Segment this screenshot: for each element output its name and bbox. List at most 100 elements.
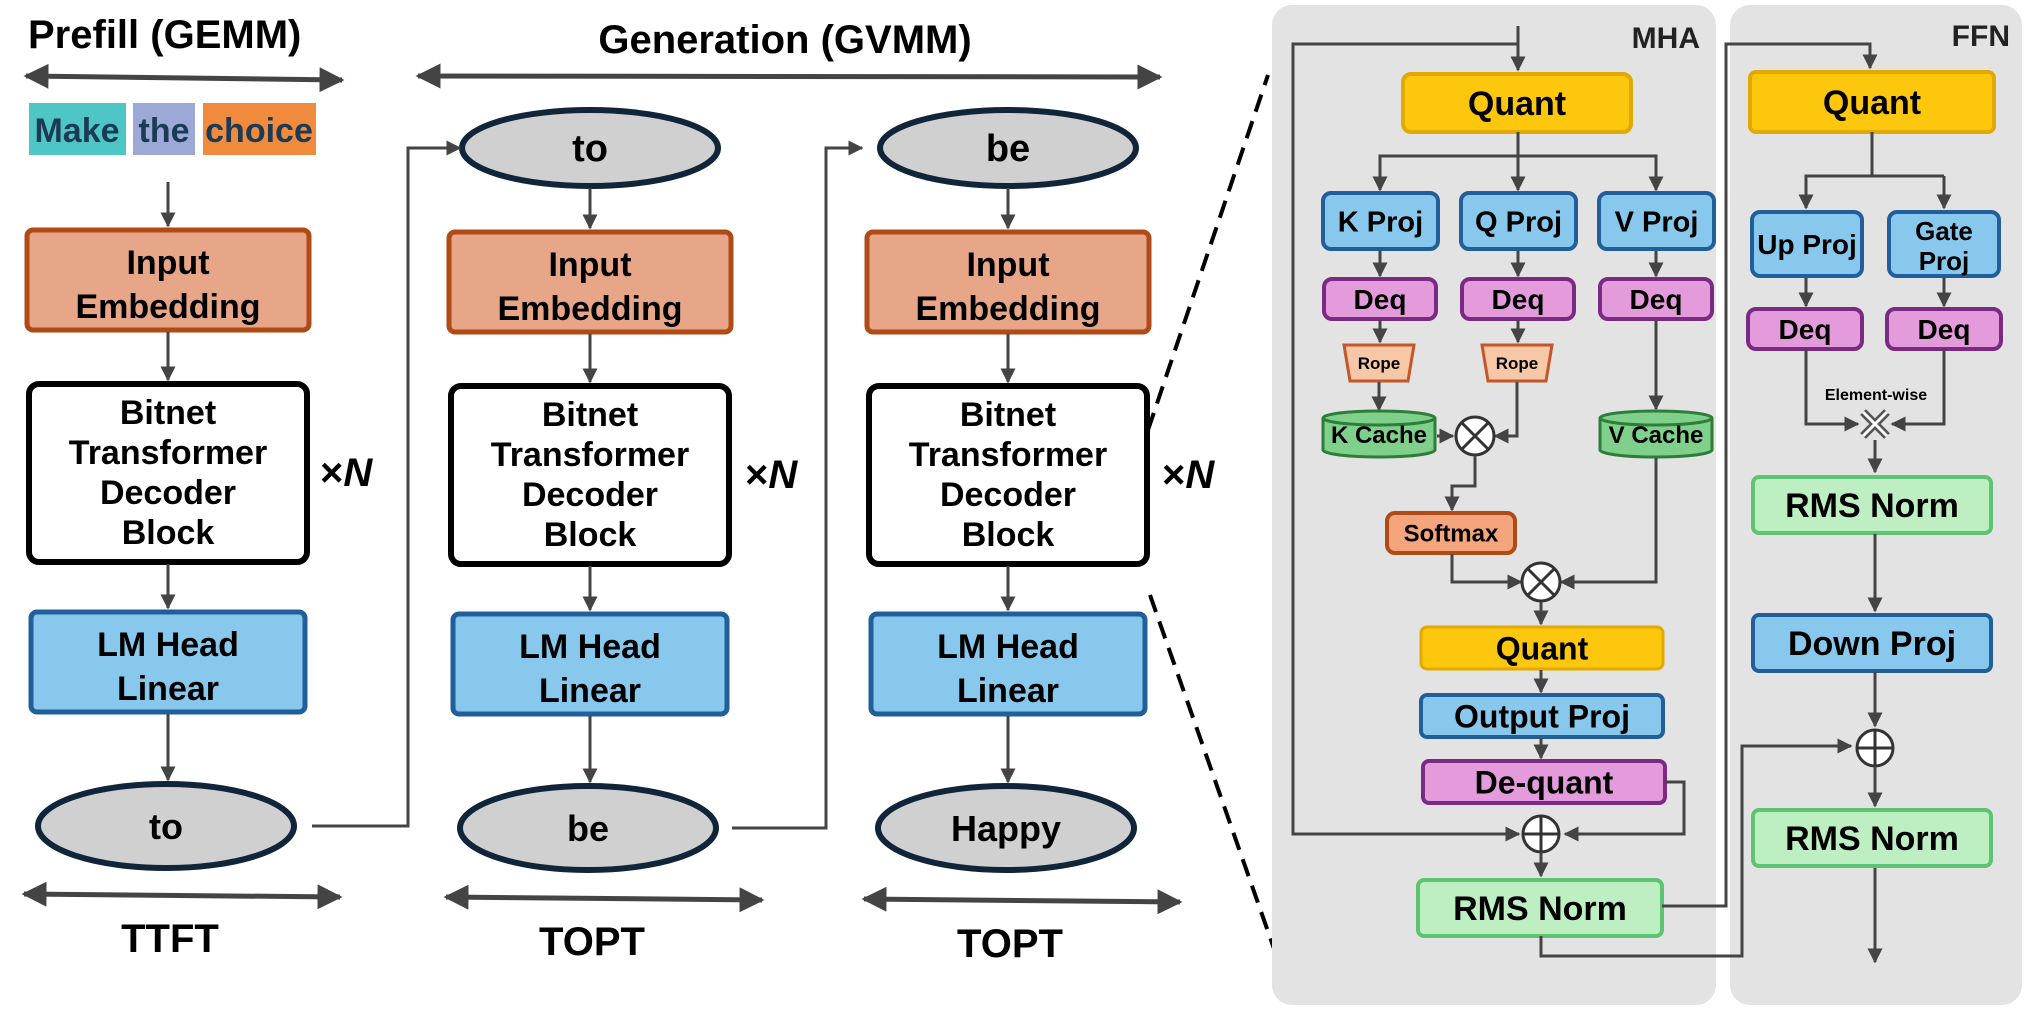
input-embedding-label-line1: Input: [966, 246, 1049, 284]
prompt-token-the: the: [139, 112, 190, 150]
mha-qproj-box: [1459, 191, 1578, 251]
ffn-updeq-box: [1746, 307, 1864, 351]
pipeline-columns: InputEmbeddingBitnetTransformerDecoderBl…: [21, 107, 1215, 966]
output-token-oval: [457, 783, 719, 873]
output-token-oval: [875, 783, 1137, 873]
ffn-residual-line: [1539, 738, 1853, 958]
mha-krope: [1342, 343, 1416, 383]
repeat-n-label: ×N: [745, 453, 798, 497]
mha-vcache-label: V Cache: [1609, 422, 1704, 449]
input-embedding-label-line2: Embedding: [75, 288, 260, 326]
input-embedding-label-line2: Embedding: [497, 290, 682, 328]
output-token-oval: [35, 781, 297, 871]
prompt-token-choice: choice: [205, 112, 313, 150]
ffn-add: [1855, 728, 1895, 768]
metric-span-arrow: [443, 884, 765, 913]
input-token-label: to: [572, 128, 608, 170]
decoder-block-label-line4: Block: [544, 516, 637, 554]
lm-head-box: [868, 611, 1148, 717]
mha-panel: [1272, 5, 1716, 1005]
mha-softmax-box-label: Softmax: [1404, 521, 1499, 548]
mha-kdeq-box: [1322, 277, 1438, 321]
decoder-block-label-line3: Decoder: [100, 474, 236, 512]
mha-quant-box-label: Quant: [1468, 85, 1566, 123]
ffn-gateproj-label-line1: Gate: [1915, 216, 1973, 246]
prefill-title: Prefill (GEMM): [28, 13, 301, 57]
ffn-quant-box-label: Quant: [1823, 84, 1921, 122]
mha-quant2-box-label: Quant: [1496, 631, 1589, 667]
ffn-upproj-box: [1750, 210, 1864, 278]
repeat-n: N: [343, 451, 373, 495]
input-token-label: be: [986, 128, 1030, 170]
mha-kcache: [1321, 409, 1437, 459]
output-token-label: to: [149, 806, 183, 847]
prompt-token-make-bg: [29, 103, 126, 155]
decoder-block-box: [866, 383, 1150, 567]
prompt-token-the-bg: [133, 103, 195, 155]
mha-kproj-box-label: K Proj: [1338, 206, 1423, 238]
mha-vcache: [1598, 409, 1714, 459]
ffn-rmsnorm1-box-label: RMS Norm: [1785, 487, 1959, 525]
repeat-n-label: ×N: [320, 451, 373, 495]
metric-label: TTFT: [121, 917, 219, 961]
input-embedding-label-line2: Embedding: [915, 290, 1100, 328]
input-embedding-box: [446, 229, 734, 335]
pipeline-column-1: toInputEmbeddingBitnetTransformerDecoder…: [443, 107, 798, 964]
mha-qk-matmul: [1454, 415, 1496, 457]
ffn-downproj-box-label: Down Proj: [1788, 625, 1956, 663]
output-token-label: Happy: [951, 808, 1061, 849]
mha-av-matmul: [1520, 561, 1562, 603]
mha-kdeq-box-label: Deq: [1354, 284, 1407, 315]
lm-head-label-line2: Linear: [957, 672, 1059, 710]
input-embedding-label-line1: Input: [548, 246, 631, 284]
ffn-gateproj-label-line2: Proj: [1919, 246, 1970, 276]
metric-span-arrow: [861, 886, 1183, 915]
ffn-gateproj-box: [1887, 210, 2001, 278]
pipeline-column-2: beInputEmbeddingBitnetTransformerDecoder…: [861, 107, 1215, 966]
mha-quant2-box: [1419, 625, 1665, 671]
ffn-elementwise-mul: [1860, 409, 1890, 439]
mha-vdeq-box-label: Deq: [1630, 284, 1683, 315]
pipeline-column-0: InputEmbeddingBitnetTransformerDecoderBl…: [21, 227, 373, 961]
mha-vproj-box-label: V Proj: [1615, 206, 1699, 238]
mha-to-ffn-line: [1662, 42, 1878, 908]
ffn-gatedeq-box: [1885, 307, 2003, 351]
decoder-block-box: [26, 381, 310, 565]
connector-col1-to-col2: [732, 140, 864, 830]
arrow-matmul-softmax: [1444, 456, 1477, 512]
repeat-times-sign: ×: [320, 451, 343, 495]
ffn-elementwise-label: Element-wise: [1825, 387, 1927, 404]
mha-outproj-box: [1419, 693, 1665, 739]
repeat-n-label: ×N: [1162, 453, 1215, 497]
decoder-block-label-line2: Transformer: [69, 434, 267, 472]
prefill-span-arrow: [23, 63, 345, 93]
arrow-qrope-matmul: [1493, 382, 1519, 444]
prompt-token-make: Make: [34, 112, 119, 150]
decoder-block-label-line1: Bitnet: [120, 394, 216, 432]
mha-softmax-box: [1385, 511, 1517, 555]
ffn-updeq-box-label: Deq: [1779, 314, 1832, 345]
input-embedding-box: [24, 227, 312, 333]
ffn-rmsnorm2-box-label: RMS Norm: [1785, 820, 1959, 858]
zoom-line-top: [1146, 74, 1270, 431]
lm-head-box: [28, 609, 308, 715]
lm-head-label-line2: Linear: [117, 670, 219, 708]
arrow-dequant-add: [1563, 780, 1686, 842]
output-token-label: be: [567, 808, 609, 849]
mha-qrope: [1480, 343, 1554, 383]
arrow-updeq-mul: [1804, 350, 1860, 432]
input-token-oval: [877, 107, 1139, 189]
ffn-title: FFN: [1952, 20, 2010, 53]
ffn-upproj-box-label: Up Proj: [1757, 229, 1857, 260]
input-token-oval: [459, 107, 721, 189]
prompt-token-choice-bg: [203, 103, 316, 155]
lm-head-box: [450, 611, 730, 717]
lm-head-label-line1: LM Head: [97, 626, 239, 664]
repeat-n: N: [1185, 453, 1215, 497]
lm-head-label-line2: Linear: [539, 672, 641, 710]
mha-vdeq-box: [1598, 277, 1714, 321]
mha-add: [1521, 814, 1561, 854]
mha-dequant-box-label: De-quant: [1475, 765, 1614, 801]
